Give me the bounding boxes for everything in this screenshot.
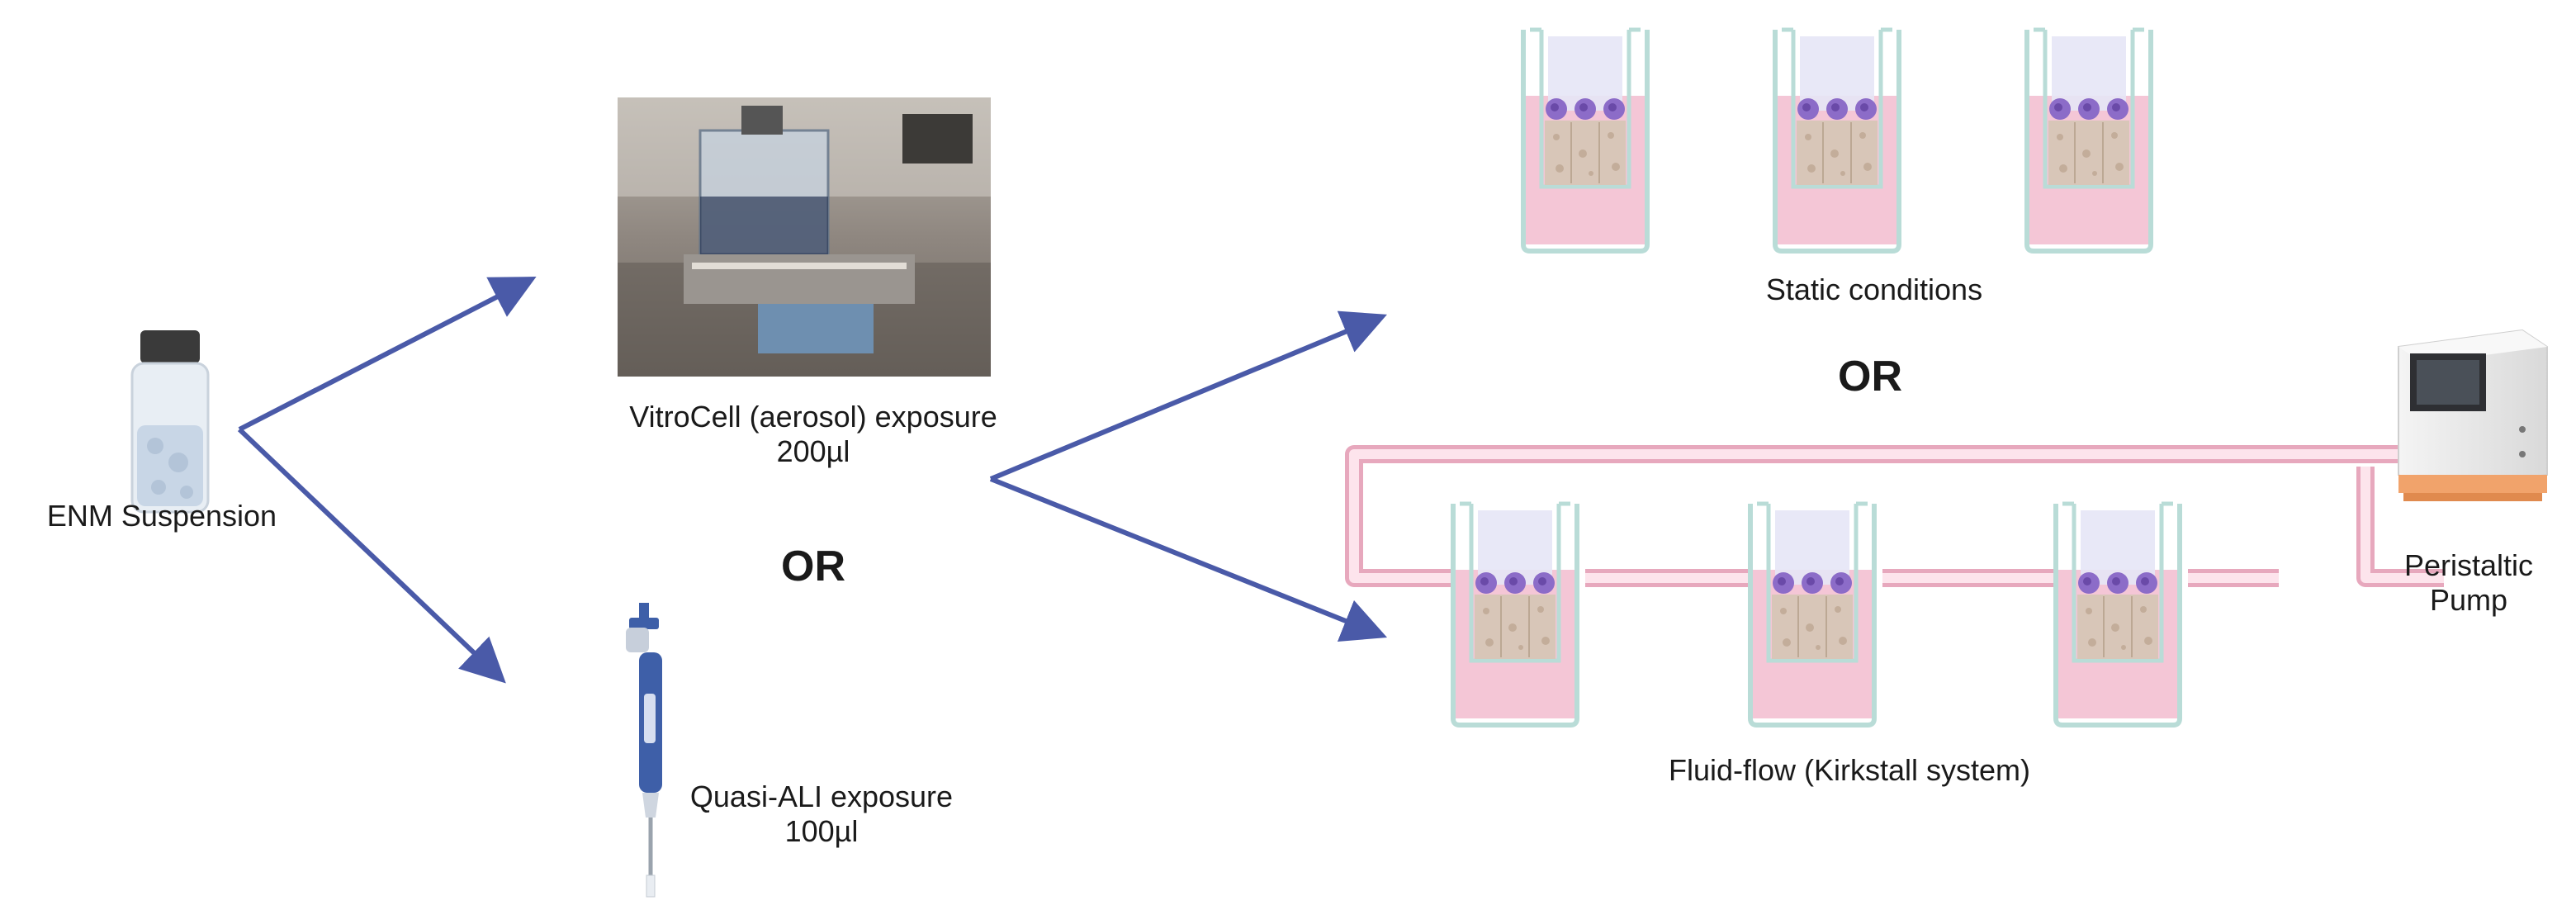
transwell-icon [2056,504,2180,725]
transwell-icon [1775,30,1899,251]
transwell-icon [2027,30,2151,251]
enm-suspension-label: ENM Suspension [46,499,277,533]
quasi-ali-label-line1: Quasi-ALI exposure [689,780,954,813]
peristaltic-pump-icon [2398,329,2548,501]
arrow-to-quasi-ali [237,427,506,684]
or-exposure-label: OR [781,543,845,590]
pump-label: Peristaltic Pump [2370,548,2568,618]
quasi-ali-label-line2: 100µl [784,814,859,848]
transwell-icon [1523,30,1647,251]
vitrocell-label: VitroCell (aerosol) exposure 200µl [607,400,1020,469]
static-wells [1523,30,2151,251]
vial-icon [130,330,210,514]
pump-label-line1: Peristaltic [2403,548,2534,582]
quasi-ali-label: Quasi-ALI exposure 100µl [669,780,974,849]
vitrocell-label-line1: VitroCell (aerosol) exposure [629,400,997,434]
pipette-icon [626,603,662,898]
arrow-to-static [989,310,1387,481]
transwell-icon [1453,504,1577,725]
fluid-flow-wells [1453,504,2180,725]
tubing [1345,445,2444,587]
vitrocell-label-line2: 200µl [776,434,850,468]
fluid-flow-label: Fluid-flow (Kirkstall system) [1668,753,2031,787]
static-conditions-label: Static conditions [1765,273,1983,306]
vitrocell-photo [618,97,991,377]
arrow-to-vitrocell [238,277,537,432]
or-conditions-label: OR [1838,353,1902,400]
arrow-to-fluid-flow [989,476,1388,642]
pump-label-line2: Pump [2429,583,2508,617]
transwell-icon [1750,504,1874,725]
